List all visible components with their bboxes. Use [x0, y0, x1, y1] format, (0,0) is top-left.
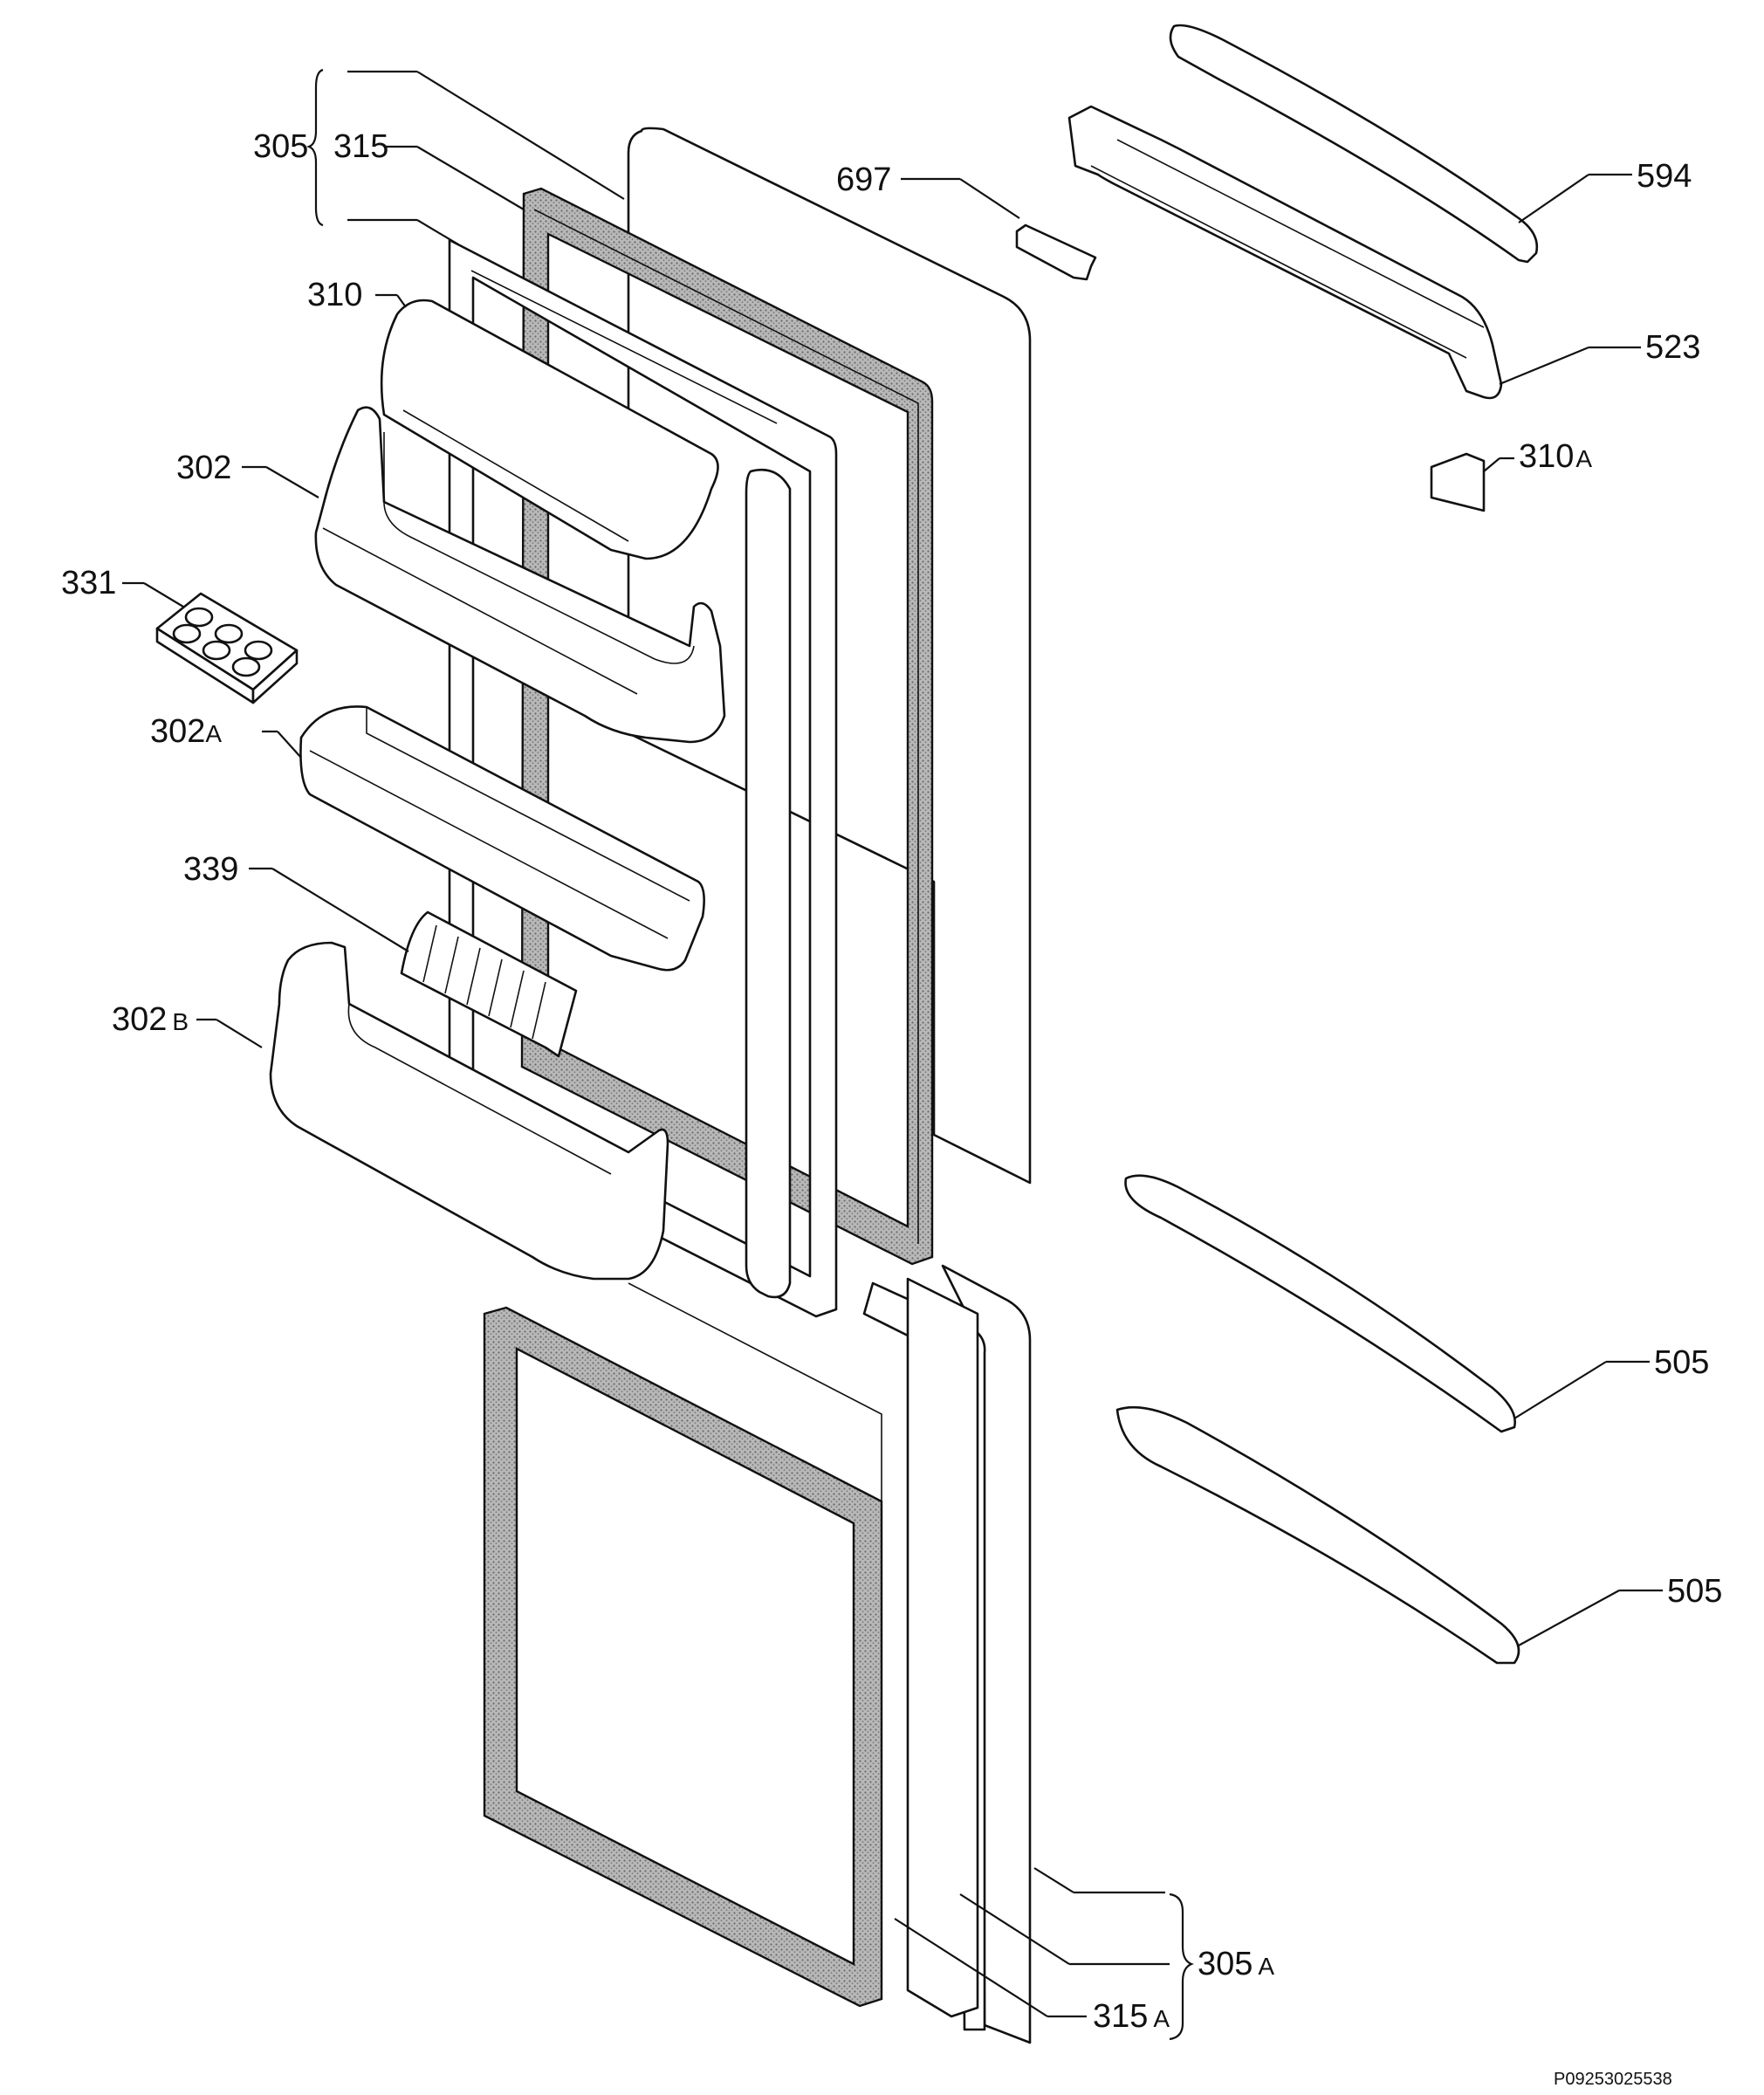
- small-clip: [1430, 452, 1486, 512]
- label-505-lower: 505: [1667, 1573, 1722, 1610]
- handle-lower-upper: [1124, 1174, 1516, 1433]
- label-310: 310: [307, 277, 362, 313]
- label-505-upper: 505: [1654, 1344, 1709, 1381]
- label-302a: 302A: [150, 713, 222, 750]
- handle-base-top: [1067, 105, 1503, 400]
- handle-lower-lower: [1115, 1405, 1520, 1665]
- upper-door-gasket: [520, 187, 934, 1266]
- label-697: 697: [836, 161, 891, 198]
- label-594: 594: [1637, 158, 1692, 195]
- lower-door-gasket: [483, 1282, 883, 2008]
- label-305: 305: [253, 128, 308, 165]
- hinge-bracket: [1015, 223, 1097, 281]
- door-shelf-bottom: [269, 941, 669, 1281]
- handle-cover-top: [1169, 24, 1539, 264]
- door-shelf-medium: [299, 705, 705, 972]
- label-310a: 310A: [1519, 438, 1592, 475]
- label-339: 339: [183, 851, 238, 888]
- label-302: 302: [176, 450, 231, 486]
- bottle-retainer: [400, 910, 578, 1058]
- label-523: 523: [1645, 329, 1700, 366]
- reference-code: P09253025538: [1554, 2070, 1672, 2089]
- label-331: 331: [61, 565, 116, 601]
- label-315: 315: [333, 128, 388, 165]
- door-shelf-large: [314, 406, 726, 744]
- lower-inner-liner: [906, 1277, 979, 2018]
- dairy-compartment-lid: [380, 299, 719, 560]
- egg-tray: [155, 592, 299, 704]
- leader-lines: [122, 68, 1663, 2041]
